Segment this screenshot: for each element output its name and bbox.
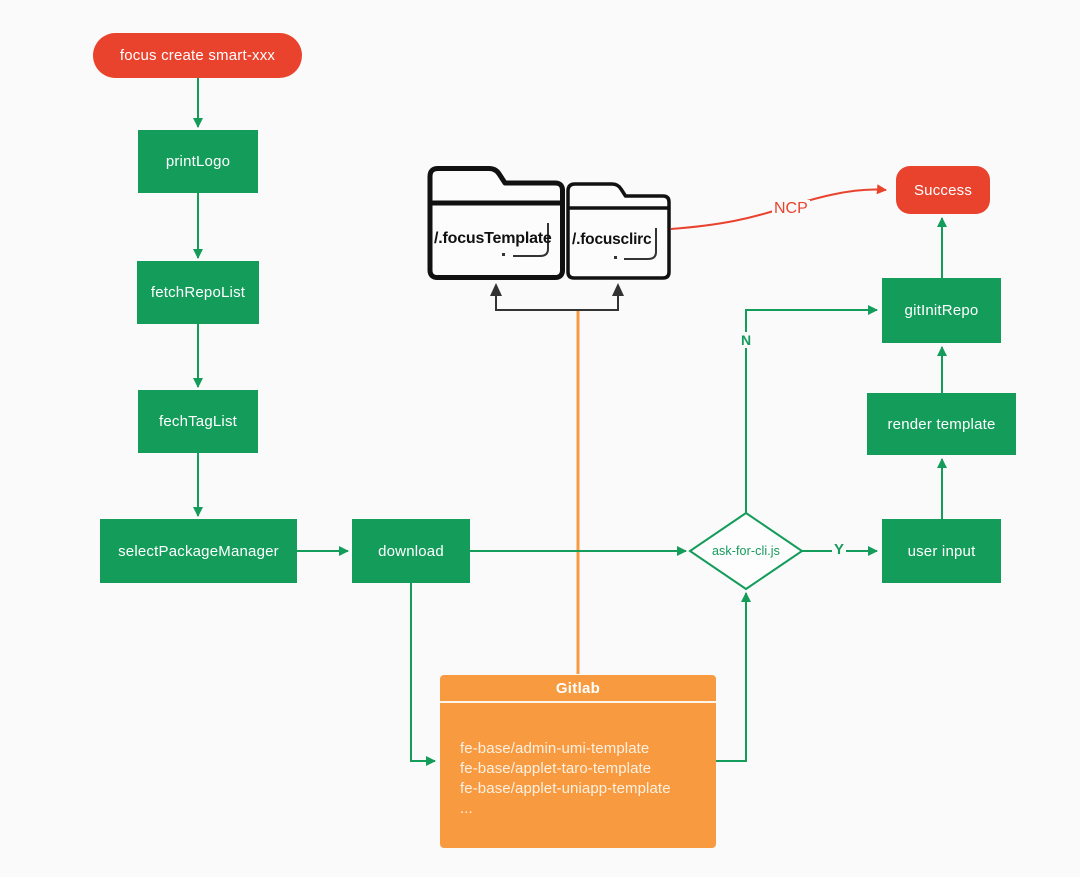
node-user-input: user input [882, 519, 1001, 583]
node-download: download [352, 519, 470, 583]
folder-label-focustemplate: /.focusTemplate [434, 230, 552, 247]
gitlab-repo-item: fe-base/applet-uniapp-template [460, 780, 671, 797]
folder-label-focusclirc: /.focusclirc [572, 231, 652, 248]
edge-label-ncp: NCP [772, 200, 810, 218]
node-git-init-repo: gitInitRepo [882, 278, 1001, 343]
gitlab-repo-list: fe-base/admin-umi-template fe-base/apple… [440, 703, 716, 819]
node-fetch-repo-list: fetchRepoList [137, 261, 259, 324]
edge-download-gitlab [410, 583, 436, 766]
gitlab-repo-item: fe-base/admin-umi-template [460, 740, 650, 757]
gitlab-repo-item: fe-base/applet-taro-template [460, 760, 652, 777]
edge-decision-n-gitinit [745, 305, 878, 513]
folder-icon-focusclirc [566, 182, 671, 280]
flow-edges [193, 78, 947, 766]
edge-gitlab-decision [716, 592, 751, 762]
folder-icon-focustemplate [427, 166, 565, 280]
node-render-template: render template [867, 393, 1016, 455]
edge-label-y: Y [832, 541, 847, 558]
decision-diamond-shape [688, 511, 804, 591]
folder-bracket-arrows [490, 283, 624, 311]
node-success: Success [896, 166, 990, 214]
node-ask-for-cli-label: ask-for-cli.js [711, 544, 781, 558]
node-select-package-manager: selectPackageManager [100, 519, 297, 583]
node-print-logo: printLogo [138, 130, 258, 193]
edge-label-n: N [739, 332, 754, 348]
node-fech-tag-list: fechTagList [138, 390, 258, 453]
gitlab-title: Gitlab [440, 675, 716, 703]
gitlab-repo-item: ... [460, 800, 473, 817]
node-start: focus create smart-xxx [93, 33, 302, 78]
gitlab-box: Gitlab fe-base/admin-umi-template fe-bas… [440, 675, 716, 848]
